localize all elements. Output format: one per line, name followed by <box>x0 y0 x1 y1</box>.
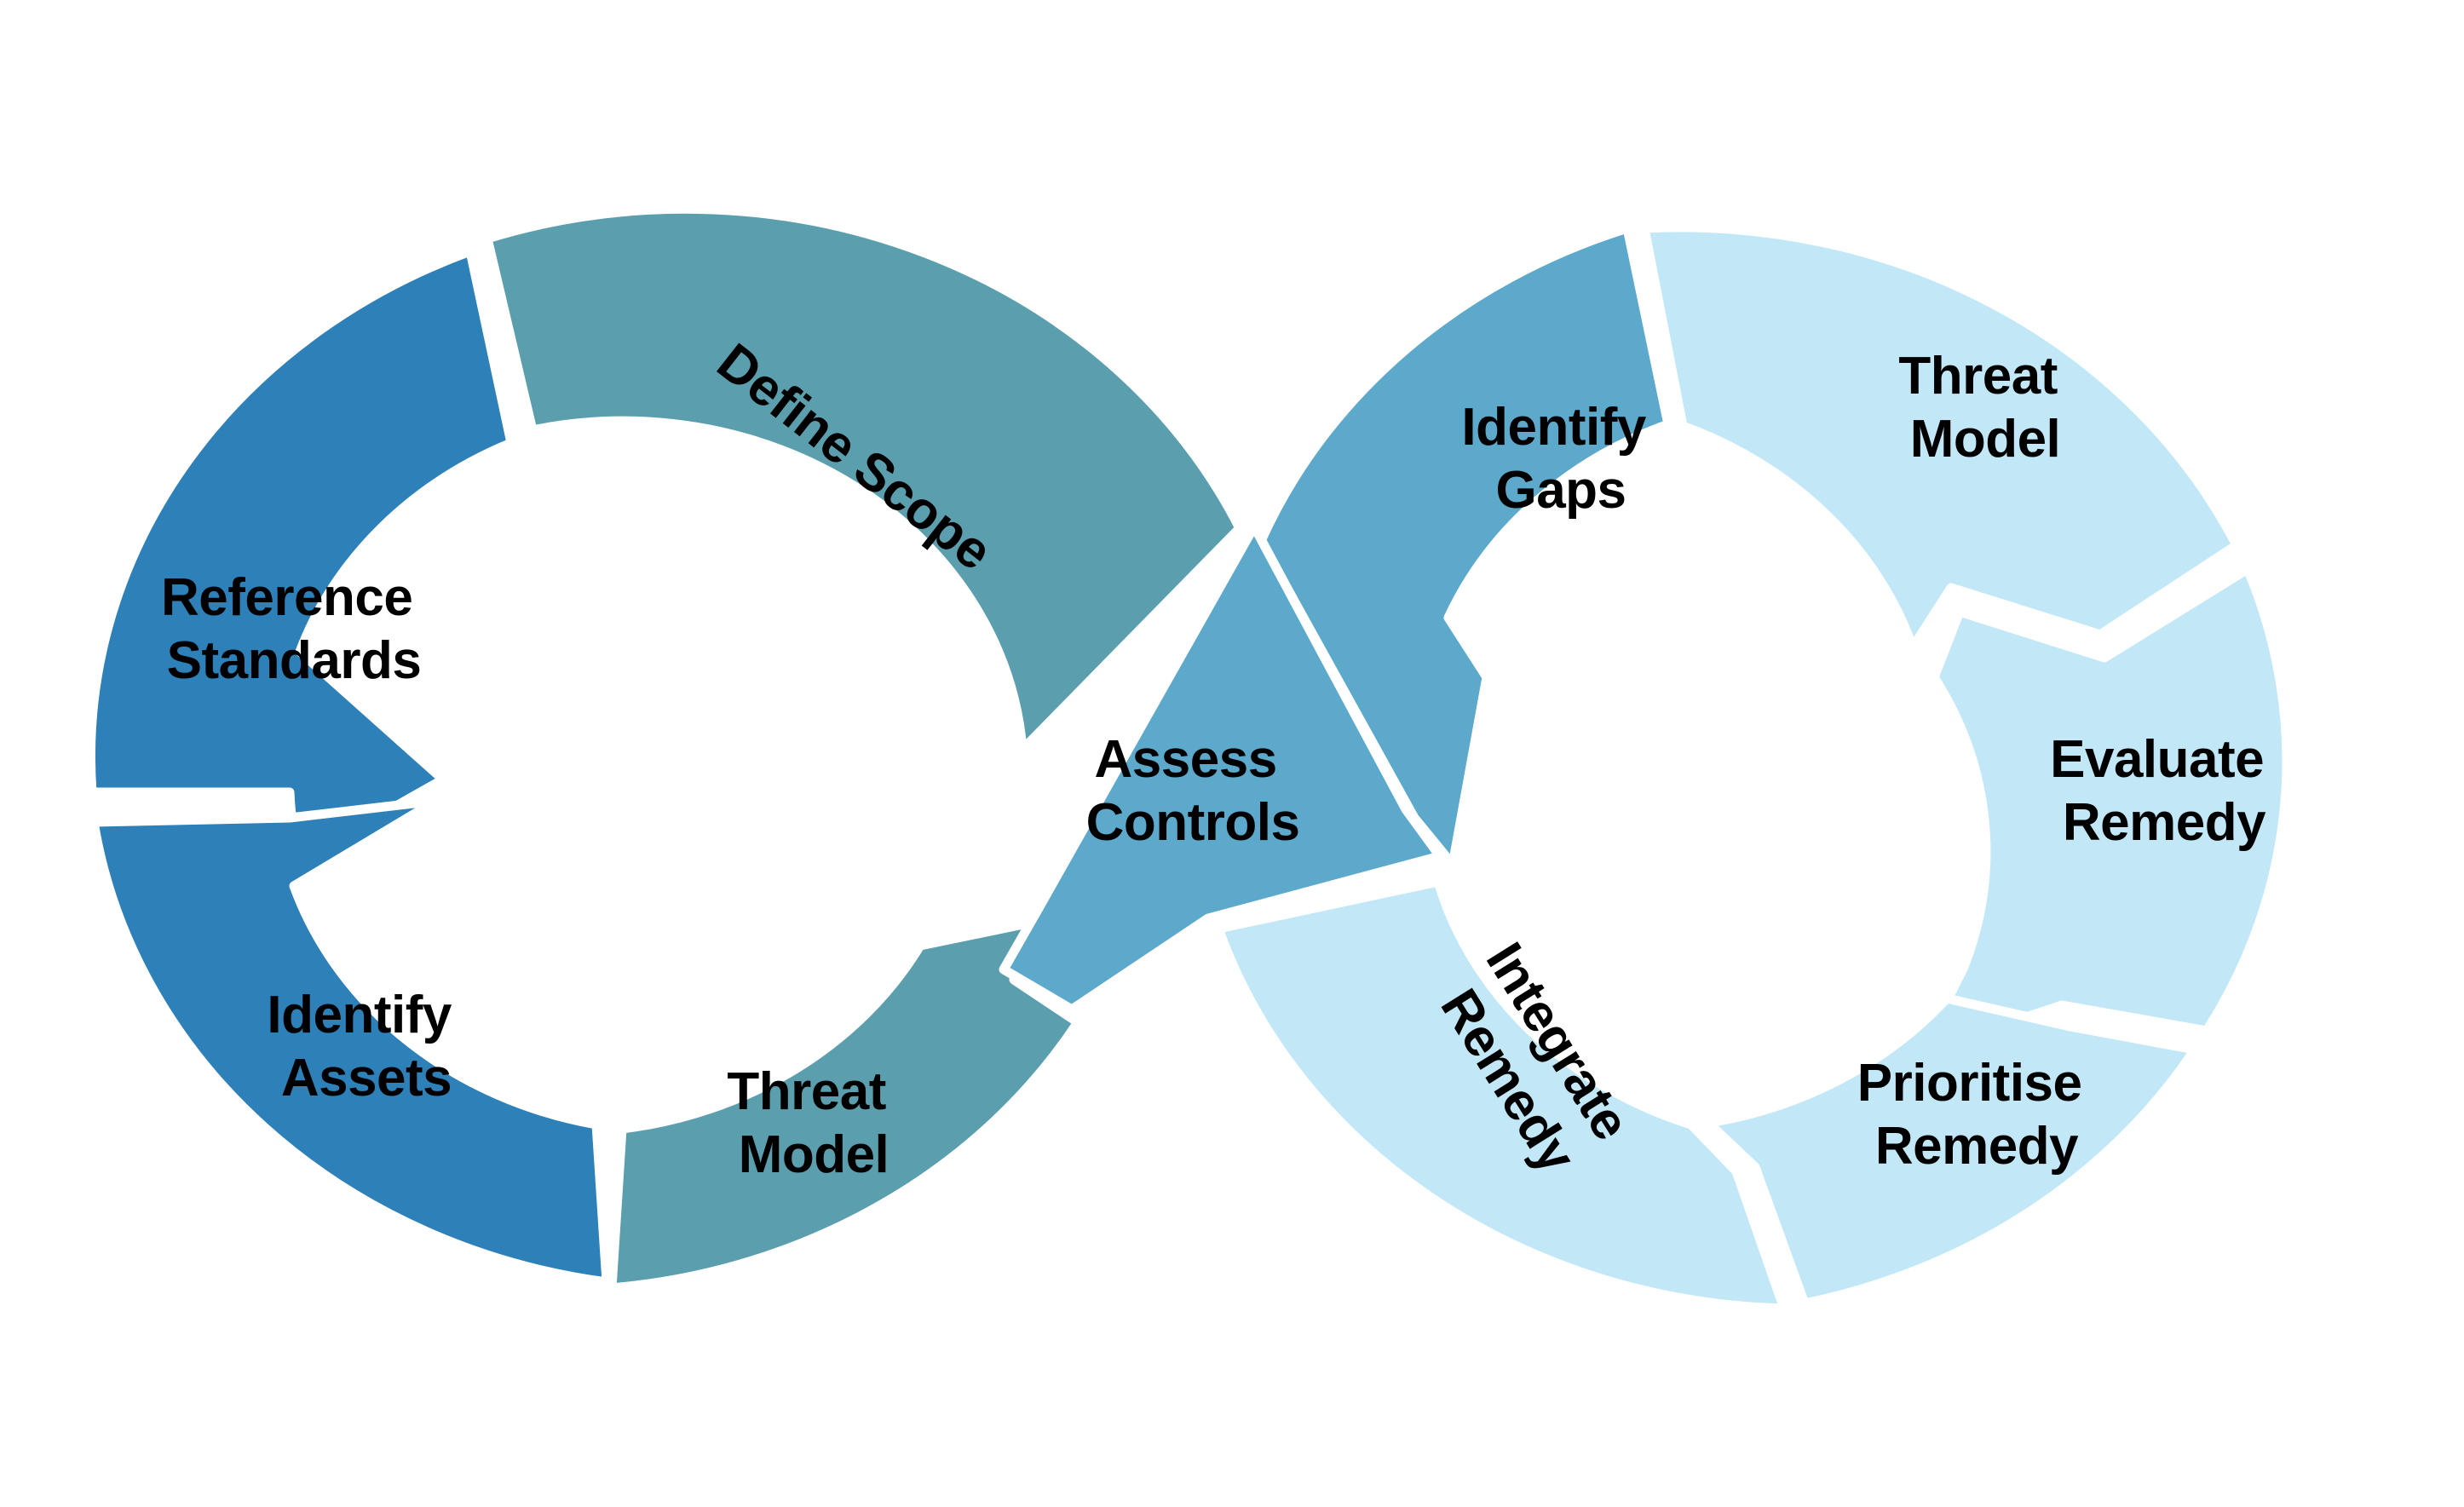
right-loop-group <box>1213 222 2292 1314</box>
segment-identify-assets[interactable] <box>89 796 612 1287</box>
left-loop-group <box>85 204 1245 1293</box>
segment-threat-model-right[interactable] <box>1639 222 2242 653</box>
segment-assess-controls[interactable] <box>999 521 1445 1015</box>
crossing-band-group <box>999 521 1445 1015</box>
segment-prioritise-remedy[interactable] <box>1703 993 2200 1309</box>
segment-threat-model-left[interactable] <box>607 915 1083 1293</box>
segment-define-scope[interactable] <box>482 204 1245 755</box>
segment-reference-standards[interactable] <box>85 246 516 866</box>
segment-identify-gaps[interactable] <box>1256 223 1673 870</box>
segment-evaluate-remedy[interactable] <box>1916 564 2292 1057</box>
segment-integrate-remedy[interactable] <box>1213 877 1789 1314</box>
